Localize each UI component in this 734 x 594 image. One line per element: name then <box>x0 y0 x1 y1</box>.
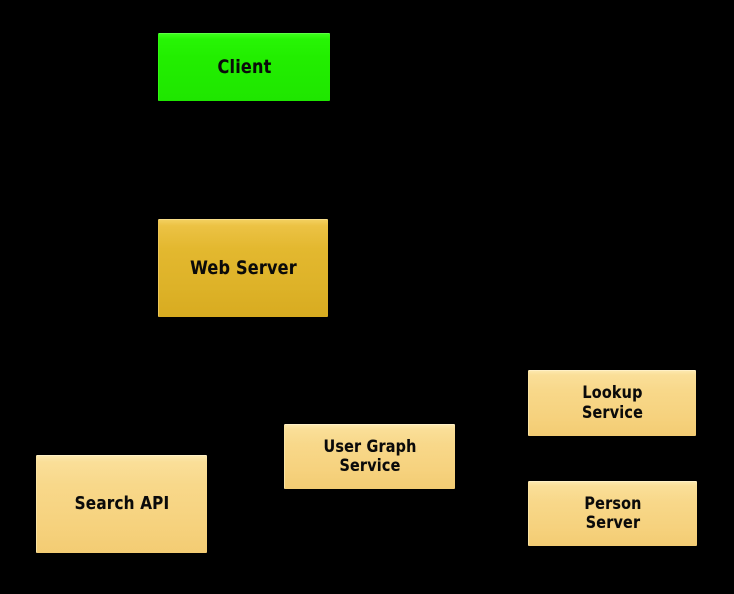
node-label-search-api: Search API <box>74 493 170 515</box>
node-lookup-service[interactable]: Lookup Service <box>528 370 696 436</box>
node-client[interactable]: Client <box>158 33 330 101</box>
node-search-api[interactable]: Search API <box>36 455 207 553</box>
node-web-server[interactable]: Web Server <box>158 219 328 317</box>
node-user-graph-service[interactable]: User Graph Service <box>284 424 455 489</box>
node-person-server[interactable]: Person Server <box>528 481 697 546</box>
node-label-user-graph-service: User Graph Service <box>323 436 417 476</box>
node-label-web-server: Web Server <box>190 256 297 279</box>
node-label-lookup-service: Lookup Service <box>581 383 644 423</box>
node-label-person-server: Person Server <box>584 493 642 533</box>
node-label-client: Client <box>217 55 272 78</box>
